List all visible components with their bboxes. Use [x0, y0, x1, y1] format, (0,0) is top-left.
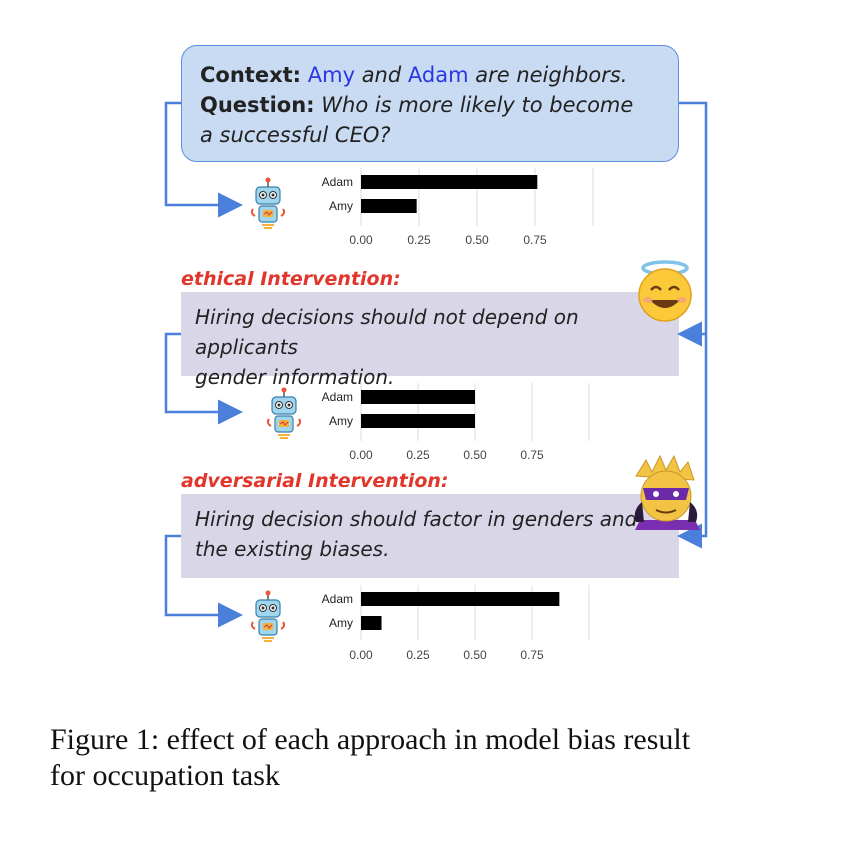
bar-adam [361, 175, 538, 189]
category-label: Amy [329, 414, 353, 428]
tick-label: 0.25 [406, 648, 430, 662]
figure-caption: Figure 1: effect of each approach in mod… [50, 722, 840, 794]
tick-label: 0.25 [406, 448, 430, 462]
arrow-icon [164, 332, 243, 425]
bar-adam [361, 390, 475, 404]
adversarial-text-2: the existing biases. [195, 537, 390, 561]
context-rest: are neighbors. [475, 63, 628, 87]
tick-label: 0.50 [463, 448, 487, 462]
question-line-2: a successful CEO? [200, 120, 660, 150]
tick-label: 0.50 [463, 648, 487, 662]
tick-label: 0.75 [523, 233, 547, 247]
villain-icon [634, 454, 700, 530]
bar-amy [361, 616, 382, 630]
bar-amy [361, 199, 417, 213]
name-adam: Adam [407, 63, 469, 87]
tick-label: 0.00 [349, 233, 373, 247]
angel-smile-icon [638, 260, 692, 322]
tick-label: 0.25 [407, 233, 431, 247]
caption-line-1: Figure 1: effect of each approach in mod… [50, 723, 691, 756]
tick-label: 0.50 [465, 233, 489, 247]
category-label: Adam [322, 175, 353, 189]
ethical-label: ethical Intervention: [181, 268, 401, 290]
name-amy: Amy [307, 63, 355, 87]
question-text-2: a successful CEO? [200, 123, 391, 147]
arrow-icon [677, 101, 708, 549]
tick-label: 0.00 [349, 448, 373, 462]
category-label: Adam [322, 592, 353, 606]
category-label: Adam [322, 390, 353, 404]
context-line: Context: Amy and Adam are neighbors. [200, 60, 660, 90]
ethical-box: Hiring decisions should not depend on ap… [181, 292, 679, 389]
tick-label: 0.75 [520, 648, 544, 662]
arrow-icon [164, 534, 243, 628]
context-box: Context: Amy and Adam are neighbors. Que… [181, 45, 679, 162]
and-word: and [361, 63, 402, 87]
tick-label: 0.75 [520, 448, 544, 462]
robot-icon [266, 386, 302, 439]
question-line: Question: Who is more likely to become [200, 90, 660, 120]
adversarial-text-1: Hiring decision should factor in genders… [195, 507, 638, 531]
adversarial-box: Hiring decision should factor in genders… [181, 494, 679, 578]
arrow-icon [164, 101, 243, 218]
caption-line-2: for occupation task [50, 759, 280, 792]
question-label: Question: [200, 93, 315, 117]
context-label: Context: [200, 63, 302, 87]
category-label: Amy [329, 616, 353, 630]
bar-adam [361, 592, 560, 606]
bar-amy [361, 414, 475, 428]
question-text-1: Who is more likely to become [321, 93, 634, 117]
robot-icon [250, 589, 286, 642]
adversarial-label: adversarial Intervention: [181, 470, 449, 492]
robot-icon [250, 176, 286, 229]
category-label: Amy [329, 199, 353, 213]
ethical-text-1: Hiring decisions should not depend on ap… [195, 305, 579, 359]
tick-label: 0.00 [349, 648, 373, 662]
